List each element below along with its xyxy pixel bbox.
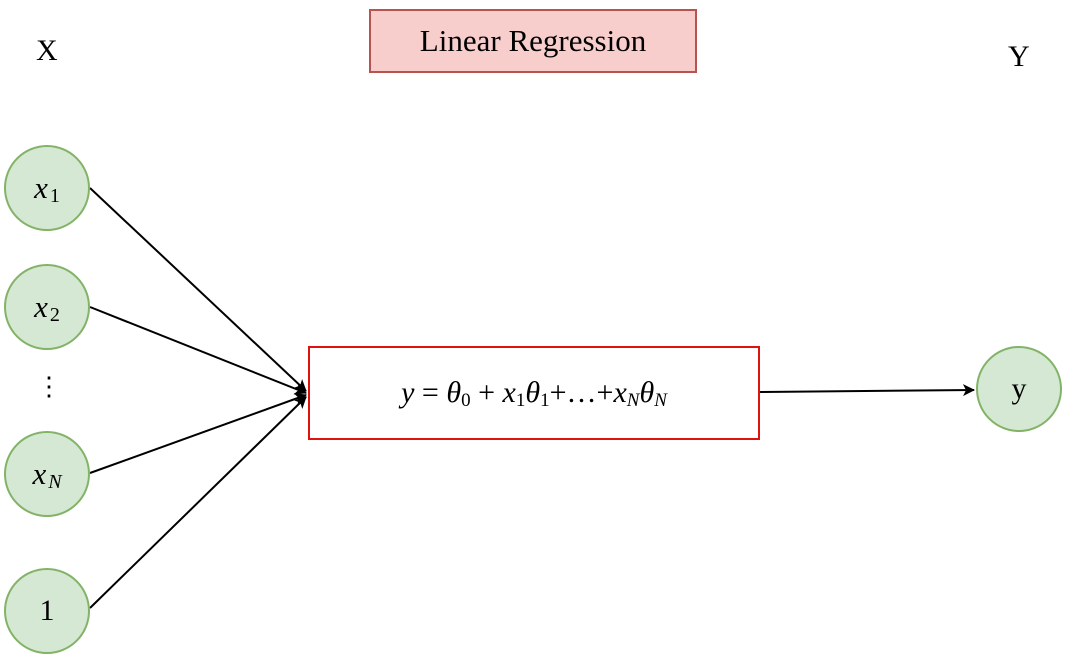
edge-bias-to-equation (89, 396, 307, 609)
edge-equation-to-output (759, 384, 975, 397)
eq-theta-1: θ (525, 376, 541, 409)
input-ellipsis: ⋮ (36, 372, 62, 401)
eq-x-n: x (613, 376, 627, 409)
edge-x2-to-equation (89, 306, 307, 395)
eq-theta-0: θ (446, 376, 462, 409)
eq-y: y (401, 376, 415, 409)
input-node-x2-sub: 2 (49, 303, 60, 326)
input-node-x1-sub: 1 (49, 184, 60, 207)
eq-sub-0: 0 (461, 390, 471, 411)
eq-equals: = (414, 376, 447, 409)
input-node-xn-sub: N (48, 470, 62, 493)
input-node-x1-var: x (34, 170, 48, 205)
output-node-label: y (1011, 372, 1027, 405)
eq-theta-sub-1: 1 (540, 390, 550, 411)
eq-plus-1: + (470, 376, 503, 409)
output-axis-label: Y (1008, 40, 1030, 73)
bias-node: 1 (4, 568, 90, 654)
diagram-title: Linear Regression (369, 9, 697, 73)
edge-x1-to-equation (89, 187, 307, 392)
eq-theta-sub-n: N (654, 390, 667, 411)
bias-node-label: 1 (39, 594, 55, 627)
eq-x-sub-1: 1 (515, 390, 526, 411)
input-node-x2-var: x (34, 289, 48, 324)
input-node-xn-var: x (32, 456, 47, 491)
eq-plus-2: + (549, 376, 567, 409)
edge-xn-to-equation (89, 393, 307, 474)
output-node-y: y (976, 346, 1062, 432)
eq-x-1: x (502, 376, 516, 409)
input-axis-label: X (36, 34, 58, 67)
eq-plus-3: + (596, 376, 614, 409)
eq-theta-n: θ (639, 376, 655, 409)
eq-x-sub-n: N (626, 390, 640, 411)
eq-dots: … (566, 376, 597, 409)
